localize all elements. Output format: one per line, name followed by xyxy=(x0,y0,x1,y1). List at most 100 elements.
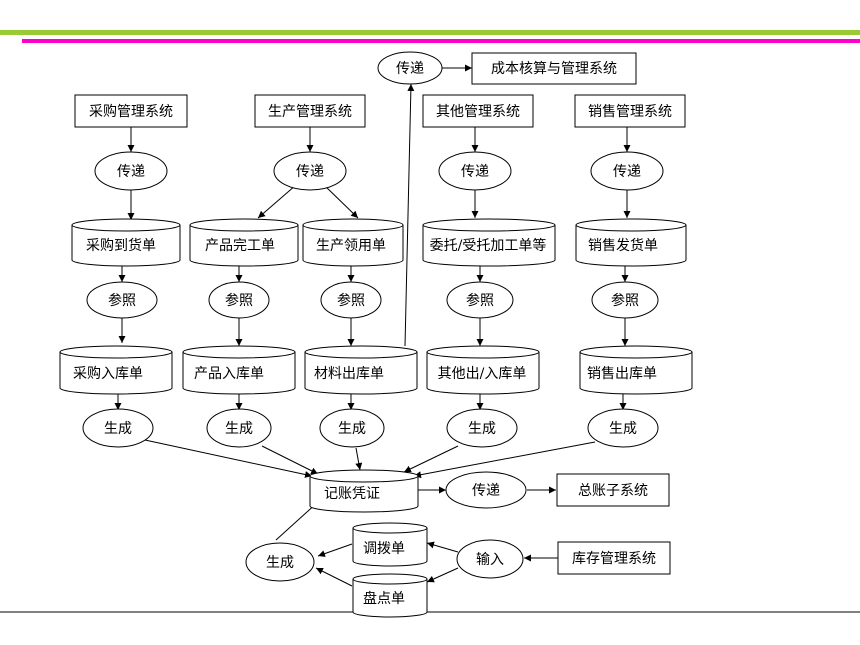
edge-material-out-to-transfer xyxy=(404,83,415,347)
production-requisition-cylinder xyxy=(302,218,404,267)
transfer-node-sales xyxy=(590,151,664,191)
transfer-node-other-label: 传递 xyxy=(461,164,489,180)
sales-system-box xyxy=(574,94,686,128)
sales-delivery-label: 销售发货单 xyxy=(588,237,658,254)
reference-node-purchase-label: 参照 xyxy=(108,292,136,309)
reference-node-other xyxy=(446,281,514,319)
other-system-label: 其他管理系统 xyxy=(436,104,520,120)
transfer-order-cylinder xyxy=(352,522,428,567)
material-out-cylinder-rim xyxy=(304,351,418,359)
transfer-node-production-label: 传递 xyxy=(296,164,324,180)
inventory-count-cylinder-rim xyxy=(352,578,428,585)
generate-node-sales-label: 生成 xyxy=(609,421,637,437)
product-completion-cylinder xyxy=(189,218,299,267)
sales-out-cylinder xyxy=(579,345,693,395)
edge-count-to-generate xyxy=(315,567,353,587)
other-inout-label: 其他出/入库单 xyxy=(438,366,527,382)
generate-node-purchase-label: 生成 xyxy=(104,421,132,437)
transfer-order-cylinder-rim xyxy=(352,527,428,534)
reference-node-other-label: 参照 xyxy=(466,292,494,309)
reference-node-requisition-label: 参照 xyxy=(337,292,365,309)
edge-generate4-to-voucher xyxy=(403,445,459,473)
transfer-node-other xyxy=(438,151,512,191)
other-system-box xyxy=(422,94,534,128)
reference-node-sales-label: 参照 xyxy=(611,292,639,309)
sales-delivery-cylinder-rim xyxy=(575,224,687,232)
sales-system-label: 销售管理系统 xyxy=(588,104,672,120)
transfer-node-ledger-label: 传递 xyxy=(472,483,500,499)
transfer-node-purchase-label: 传递 xyxy=(117,164,145,180)
purchase-arrival-cylinder-rim xyxy=(71,224,181,232)
edge-input-to-count xyxy=(426,567,459,583)
voucher-cylinder-rim xyxy=(309,475,419,483)
edge-input-to-transfer-order xyxy=(426,541,459,553)
transfer-node-ledger xyxy=(445,471,527,509)
generate-node-product-label: 生成 xyxy=(225,421,253,437)
reference-node-sales xyxy=(591,281,659,319)
edge-transfer-to-production-requisition xyxy=(323,184,359,219)
other-inout-cylinder xyxy=(426,345,540,395)
production-requisition-cylinder-rim xyxy=(302,224,404,232)
purchase-arrival-label: 采购到货单 xyxy=(86,237,156,254)
voucher-label: 记账凭证 xyxy=(324,486,380,502)
generate-node-sales xyxy=(587,408,659,448)
edge-generate2-to-voucher xyxy=(261,445,319,475)
purchase-in-cylinder-rim xyxy=(59,351,173,359)
reference-node-requisition xyxy=(320,281,382,319)
generate-node-other-label: 生成 xyxy=(468,421,496,437)
edge-generate3-to-voucher xyxy=(355,447,363,471)
purchase-system-label: 采购管理系统 xyxy=(89,104,173,120)
edge-generate1-to-voucher xyxy=(144,439,313,478)
production-system-label: 生产管理系统 xyxy=(268,104,352,120)
edge-generate-to-voucher xyxy=(275,501,319,541)
production-requisition-label: 生产领用单 xyxy=(316,238,386,254)
sales-out-label: 销售出库单 xyxy=(587,366,657,382)
cost-system-label: 成本核算与管理系统 xyxy=(491,61,617,77)
generate-node-inventory xyxy=(245,542,315,582)
outsourcing-order-cylinder xyxy=(422,218,556,267)
general-ledger-label: 总账子系统 xyxy=(578,483,648,499)
sales-out-cylinder-rim xyxy=(579,351,693,359)
reference-node-purchase xyxy=(86,281,158,319)
other-inout-cylinder-rim xyxy=(426,351,540,359)
edge-transfer-order-to-generate xyxy=(317,543,353,557)
sales-delivery-cylinder xyxy=(575,218,687,267)
product-in-label: 产品入库单 xyxy=(194,366,264,382)
reference-node-product-label: 参照 xyxy=(225,292,253,309)
inventory-system-label: 库存管理系统 xyxy=(572,551,656,567)
product-in-cylinder-rim xyxy=(182,351,296,359)
transfer-node-sales-label: 传递 xyxy=(613,164,641,180)
generate-node-purchase xyxy=(82,408,154,448)
product-completion-label: 产品完工单 xyxy=(205,238,275,254)
input-node xyxy=(456,539,524,579)
product-completion-cylinder-rim xyxy=(189,224,299,232)
purchase-in-label: 采购入库单 xyxy=(73,366,143,382)
general-ledger-box xyxy=(556,473,670,507)
generate-node-material-label: 生成 xyxy=(338,421,366,437)
transfer-node-cost xyxy=(377,51,443,85)
edges xyxy=(114,64,631,587)
outsourcing-order-cylinder-rim xyxy=(422,224,556,232)
transfer-node-cost-label: 传递 xyxy=(396,61,424,77)
generate-node-inventory-label: 生成 xyxy=(266,555,294,571)
inventory-count-label: 盘点单 xyxy=(363,590,405,607)
inventory-count-cylinder xyxy=(352,573,428,618)
edge-generate5-to-voucher xyxy=(413,441,596,479)
header-green-rule xyxy=(0,30,860,35)
edge-transfer-to-product-completion xyxy=(257,184,297,219)
purchase-system-box xyxy=(74,94,188,128)
transfer-order-label: 调拨单 xyxy=(363,541,405,557)
reference-node-product xyxy=(208,281,270,319)
generate-node-other xyxy=(446,408,518,448)
generate-node-product xyxy=(206,408,272,448)
production-system-box xyxy=(254,94,366,128)
material-out-label: 材料出库单 xyxy=(314,366,384,382)
purchase-in-cylinder xyxy=(59,345,173,395)
header-magenta-rule xyxy=(22,39,860,43)
material-out-cylinder xyxy=(304,345,418,395)
generate-node-material xyxy=(319,408,385,448)
outsourcing-order-label: 委托/受托加工单等 xyxy=(430,237,547,254)
inventory-system-box xyxy=(557,541,671,575)
